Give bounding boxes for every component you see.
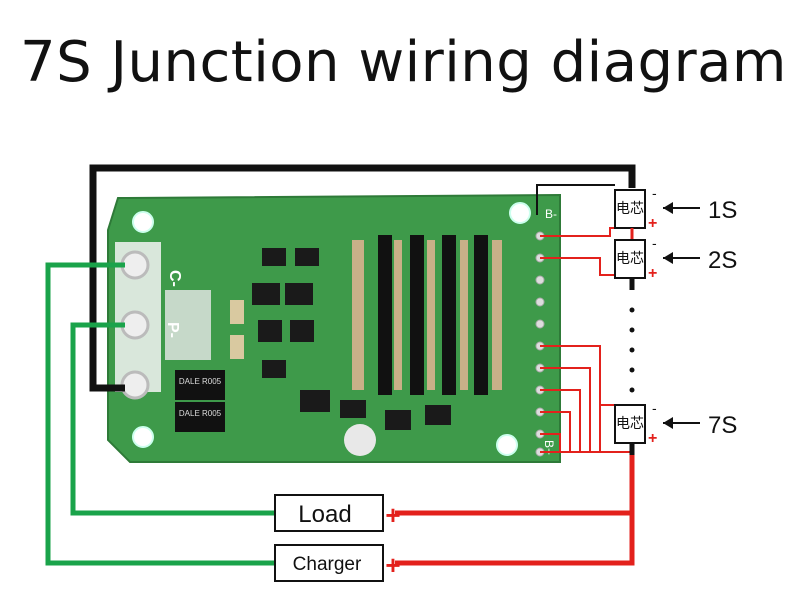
cell-plus-sign: + [648, 430, 657, 447]
cell-chip-label: 电芯 [616, 250, 644, 266]
cell-chip-label: 电芯 [616, 200, 644, 216]
wire-green [45, 262, 275, 566]
cell-label-1s: 1S [708, 197, 737, 224]
cell-label-7s: 7S [708, 412, 737, 439]
resistor-label-1: DALE R005 [179, 377, 222, 386]
load-label: Load [298, 501, 351, 528]
pad-label-p-minus: P- [164, 322, 181, 338]
cell-plus-sign: + [648, 265, 657, 282]
charger-terminal: Charger + [274, 544, 401, 582]
resistor-label-2: DALE R005 [179, 409, 222, 418]
sense-wires [540, 227, 632, 453]
cell-2s: 电芯 - + 2S [614, 228, 737, 290]
page-title: 7S Junction wiring diagram [20, 30, 787, 95]
cell-plus-sign: + [648, 215, 657, 232]
cell-minus-sign: - [652, 235, 657, 251]
cell-ellipsis [629, 307, 635, 393]
cell-7s: 电芯 - + 7S [614, 400, 737, 455]
load-plus-sign: + [385, 500, 400, 530]
pad-label-c-minus: C- [166, 270, 183, 287]
cell-minus-sign: - [652, 185, 657, 201]
cell-minus-sign: - [652, 400, 657, 416]
charger-label: Charger [293, 554, 362, 575]
silk-b-minus: B- [545, 207, 557, 221]
wire-black [89, 164, 636, 392]
cell-chip-label: 电芯 [616, 415, 644, 431]
wire-red [395, 455, 635, 566]
load-terminal: Load + [274, 494, 401, 532]
cell-label-2s: 2S [708, 247, 737, 274]
cell-1s: 电芯 - + 1S [614, 185, 737, 232]
pcb-board: DALE R005 DALE R005 C- P- B- B+ [107, 193, 561, 463]
charger-plus-sign: + [385, 550, 400, 580]
